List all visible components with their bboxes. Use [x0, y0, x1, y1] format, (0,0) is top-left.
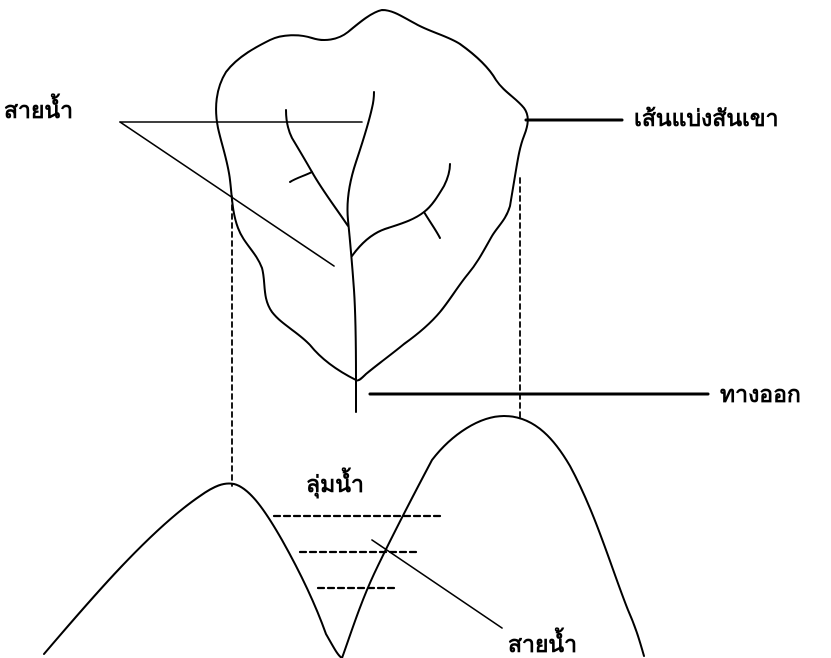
- outlet-label: ทางออก: [720, 382, 801, 408]
- stream-leader-diagonal: [120, 122, 334, 266]
- divide-label: เส้นแบ่งสันเขา: [634, 106, 779, 132]
- tributary-right: [352, 164, 450, 256]
- tributary-right-branch: [424, 212, 440, 238]
- watershed-boundary: [216, 10, 528, 381]
- cross-section-profile: [44, 416, 644, 658]
- stream-label-bottom: สายน้ำ: [508, 627, 577, 658]
- stream-bottom-leader: [372, 540, 502, 628]
- tributary-left: [286, 110, 348, 226]
- stream-label-top: สายน้ำ: [4, 93, 73, 124]
- basin-label: ลุ่มน้ำ: [306, 467, 364, 499]
- tributary-left-branch: [290, 172, 312, 182]
- main-stream: [347, 92, 374, 378]
